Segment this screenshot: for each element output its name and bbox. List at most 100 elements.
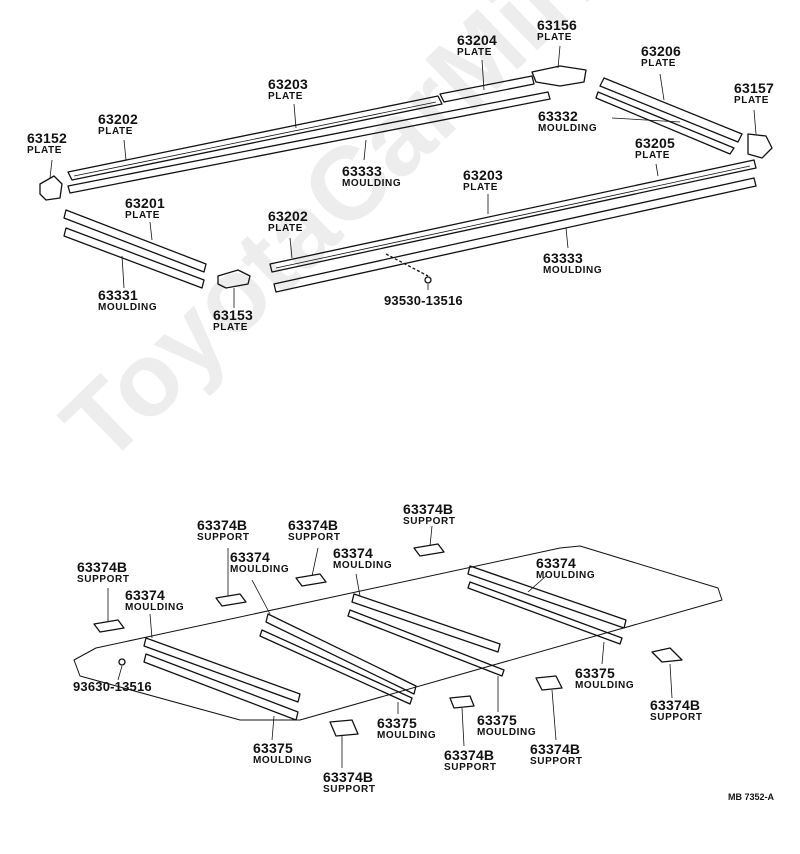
support-e [329, 719, 359, 737]
callout-part-name: PLATE [734, 95, 770, 106]
callout-part-name: PLATE [27, 145, 63, 156]
support-c [295, 573, 327, 587]
callout-part-number: 63152 [27, 130, 67, 146]
callout-part-number: 63202 [268, 208, 308, 224]
callout-part-number: 63374B [288, 517, 339, 533]
moulding-63374-front [143, 637, 301, 703]
rail-plate-upper-left [67, 95, 443, 181]
callout-part-name: SUPPORT [530, 756, 583, 767]
callout-part-number: 63331 [98, 287, 138, 303]
callout-part-name: MOULDING [342, 178, 402, 189]
callout-part-name: PLATE [268, 223, 304, 234]
callout-part-name: MOULDING [230, 564, 290, 575]
callout-part-number: 63375 [253, 740, 293, 756]
support-g [535, 675, 563, 691]
callout-part-number: 63332 [538, 108, 578, 124]
moulding-63374-rear [467, 565, 627, 629]
callout-part-name: MOULDING [253, 755, 313, 766]
callout-93630-13516: 93630-13516 [73, 680, 152, 693]
moulding-63375-front [143, 653, 299, 721]
callout-part-number: 63202 [98, 111, 138, 127]
clip-63157 [747, 133, 773, 159]
callout-part-number: 93630-13516 [73, 679, 152, 694]
callout-part-number: 63204 [457, 32, 497, 48]
callout-part-name: SUPPORT [323, 784, 376, 795]
callout-part-number: 63333 [543, 250, 583, 266]
callout-part-number: 63374B [403, 501, 454, 517]
support-h [651, 647, 683, 663]
callout-part-name: MOULDING [543, 265, 603, 276]
rail-moulding-upper-left [67, 91, 551, 194]
support-d [413, 543, 445, 557]
rail-plate-lower-inner [275, 165, 751, 269]
screw-93630 [118, 658, 126, 666]
moulding-63374-mid2 [351, 593, 501, 653]
callout-part-name: SUPPORT [444, 762, 497, 773]
screw-93530 [424, 276, 432, 284]
callout-part-number: 63374B [77, 559, 128, 575]
callout-part-name: PLATE [457, 47, 493, 58]
moulding-63375-mid2 [347, 609, 505, 677]
moulding-63375-mid1 [259, 629, 413, 705]
callout-part-number: 93530-13516 [384, 293, 463, 308]
callout-part-name: MOULDING [536, 570, 596, 581]
rail-plate-upper-left-inner [73, 101, 437, 177]
callout-part-number: 63374 [536, 555, 576, 571]
callout-part-name: PLATE [125, 210, 161, 221]
callout-part-number: 63203 [268, 76, 308, 92]
callout-part-number: 63374 [125, 587, 165, 603]
moulding-63374-mid1 [265, 613, 417, 695]
callout-part-name: MOULDING [477, 727, 537, 738]
callout-part-name: PLATE [98, 126, 134, 137]
callout-part-number: 63333 [342, 163, 382, 179]
callout-part-name: PLATE [268, 91, 304, 102]
clip-63152 [39, 175, 63, 201]
callout-part-number: 63156 [537, 17, 577, 33]
callout-part-name: MOULDING [333, 560, 393, 571]
callout-part-number: 63206 [641, 43, 681, 59]
callout-part-number: 63374 [333, 545, 373, 561]
callout-part-name: SUPPORT [77, 574, 130, 585]
rail-moulding-63332 [595, 91, 735, 155]
callout-part-number: 63375 [575, 665, 615, 681]
callout-part-name: PLATE [537, 32, 573, 43]
callout-part-number: 63203 [463, 167, 503, 183]
callout-part-number: 63375 [477, 712, 517, 728]
rail-plate-63204 [439, 75, 535, 103]
support-f [449, 695, 475, 709]
support-b [215, 593, 247, 607]
callout-part-number: 63374B [323, 769, 374, 785]
callout-part-number: 63375 [377, 715, 417, 731]
diagram-code: MB 7352-A [728, 792, 775, 802]
clip-63156 [531, 65, 587, 87]
callout-part-name: MOULDING [538, 123, 598, 134]
callout-part-name: SUPPORT [650, 712, 703, 723]
